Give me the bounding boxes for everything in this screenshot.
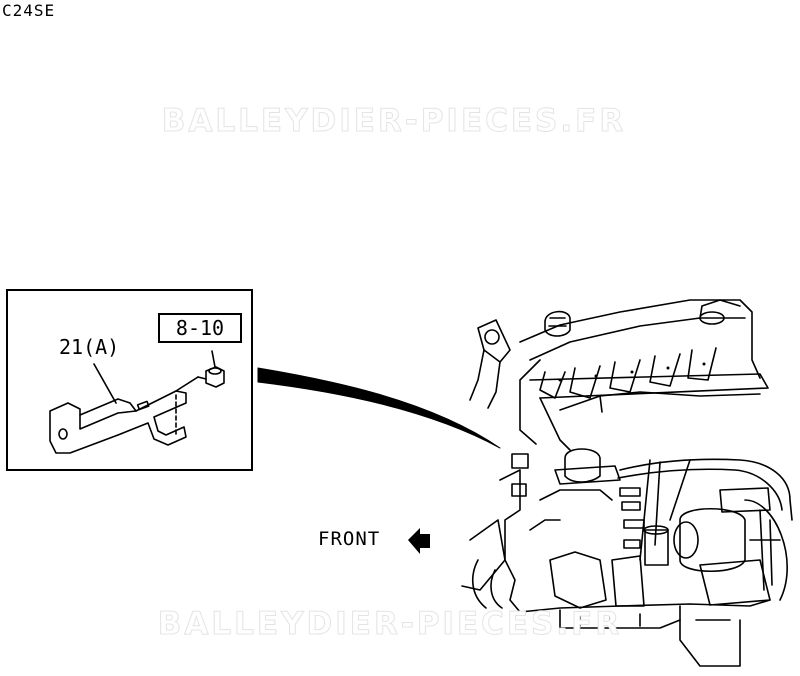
diagram-code: C24SE bbox=[2, 1, 56, 20]
watermark-top: BALLEYDIER-PIECES.FR bbox=[161, 103, 627, 140]
bracket-drawing bbox=[49, 350, 225, 454]
detail-inset: 21(A) 8-10 bbox=[6, 289, 253, 471]
part-label: 21(A) bbox=[59, 335, 120, 359]
front-label: FRONT bbox=[318, 528, 381, 550]
reference-box: 8-10 bbox=[158, 313, 242, 343]
watermark-bottom: BALLEYDIER-PIECES.FR bbox=[157, 606, 623, 643]
